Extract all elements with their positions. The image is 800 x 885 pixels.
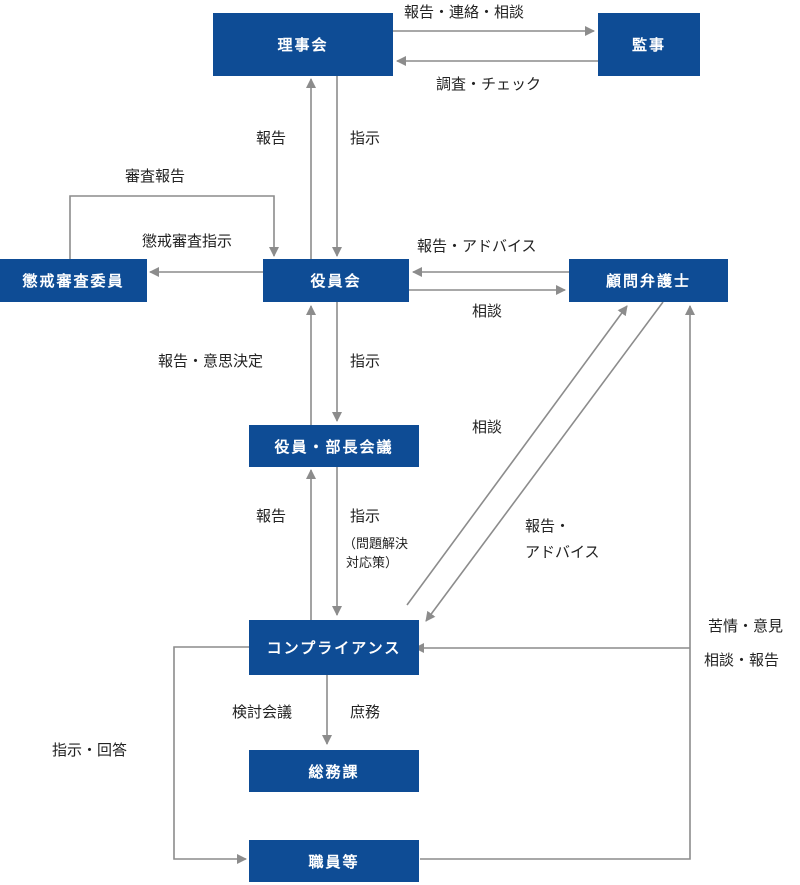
label-instruct-answer: 指示・回答 xyxy=(52,741,128,759)
arrow-compliance-to-counsel xyxy=(406,305,628,606)
label-review-report: 審査報告 xyxy=(125,167,186,185)
node-compliance: コンプライアンス xyxy=(249,620,419,675)
node-staff: 職員等 xyxy=(249,840,419,882)
arrow-counsel-to-compliance xyxy=(425,301,664,622)
arrow-staff-to-counsel xyxy=(420,305,695,860)
label-report-advice-2b: アドバイス xyxy=(525,543,600,561)
node-auditor: 監事 xyxy=(598,13,700,76)
label-instruct-2: 指示 xyxy=(350,352,381,370)
label-report-decision: 報告・意思決定 xyxy=(158,352,264,370)
node-board-of-directors: 理事会 xyxy=(213,13,393,76)
label-complaint-opinion: 苦情・意見 xyxy=(708,617,784,635)
label-investigate-check: 調査・チェック xyxy=(436,75,542,93)
label-general-affairs-work: 庶務 xyxy=(350,703,381,721)
label-instruct-3: 指示 xyxy=(350,507,381,525)
node-managers-meeting: 役員・部長会議 xyxy=(249,425,419,467)
label-report-2: 報告 xyxy=(256,507,287,525)
label-consult-report: 相談・報告 xyxy=(704,651,780,669)
node-executive-board: 役員会 xyxy=(263,259,409,302)
label-review-meeting: 検討会議 xyxy=(232,703,293,721)
node-legal-counsel: 顧問弁護士 xyxy=(569,259,728,302)
label-instruct-3-note-1: （問題解決 xyxy=(343,537,409,552)
label-consult-1: 相談 xyxy=(472,302,503,320)
label-report-advice-2a: 報告・ xyxy=(525,517,571,535)
arrow-review-loop xyxy=(69,195,279,259)
node-discipline-committee: 懲戒審査委員 xyxy=(0,259,147,302)
node-general-affairs: 総務課 xyxy=(249,750,419,792)
label-report-advice-1: 報告・アドバイス xyxy=(417,237,537,255)
label-consult-2: 相談 xyxy=(472,418,503,436)
label-report-contact-consult: 報告・連絡・相談 xyxy=(404,3,525,21)
label-instruct-1: 指示 xyxy=(350,129,381,147)
arrow-compliance-to-staff xyxy=(173,646,249,864)
label-report-1: 報告 xyxy=(256,129,287,147)
label-review-instruct: 懲戒審査指示 xyxy=(142,232,233,250)
label-instruct-3-note-2: 対応策） xyxy=(346,556,399,571)
